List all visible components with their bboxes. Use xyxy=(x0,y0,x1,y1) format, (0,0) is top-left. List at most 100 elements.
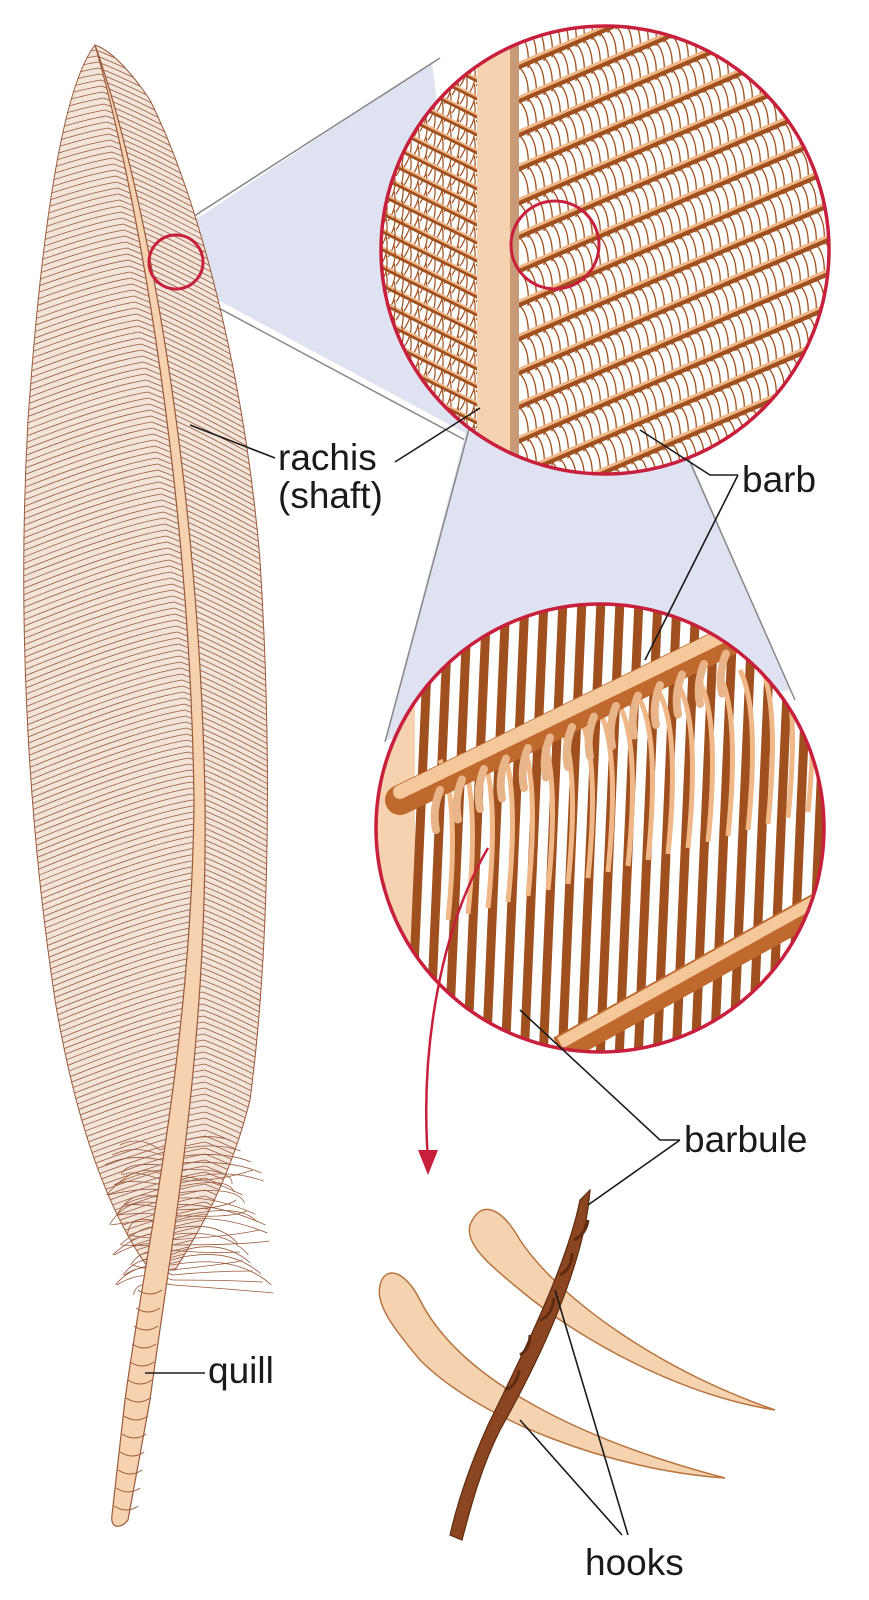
quill-ring xyxy=(123,1415,149,1421)
vane-barb xyxy=(23,271,131,343)
barb xyxy=(380,0,480,10)
barbule xyxy=(808,0,816,10)
vane-barb xyxy=(175,619,268,681)
barbule xyxy=(403,46,412,78)
vane-barb xyxy=(23,319,138,391)
vane-barb xyxy=(23,643,179,715)
barbule xyxy=(751,34,761,69)
barbule-dark-hooked xyxy=(449,1188,591,1541)
barbule xyxy=(419,244,428,276)
vane-barb xyxy=(23,283,133,355)
barbule xyxy=(395,397,404,429)
vane-barb xyxy=(23,475,160,547)
barbule-base xyxy=(672,670,686,719)
vane-barb xyxy=(23,439,155,511)
barbule xyxy=(832,204,840,238)
vane-barb xyxy=(23,775,191,847)
barbule xyxy=(743,26,753,39)
barbule xyxy=(451,172,460,204)
barbule xyxy=(388,533,395,563)
barbule xyxy=(395,289,404,321)
downy-barb xyxy=(171,1259,243,1271)
barbule xyxy=(459,37,468,69)
vane-barb xyxy=(170,571,268,633)
barbule xyxy=(395,26,404,51)
barbule xyxy=(552,0,560,20)
vane-barb xyxy=(23,769,191,841)
barbule xyxy=(760,541,768,575)
barb xyxy=(514,297,829,441)
barbule xyxy=(404,0,411,5)
vane-barb xyxy=(23,307,136,379)
barbule xyxy=(832,102,840,136)
barbule xyxy=(775,397,785,433)
barbule xyxy=(807,43,817,79)
barbule-base xyxy=(474,765,488,813)
barb-leader xyxy=(639,429,739,661)
vane-barb xyxy=(197,883,268,945)
barb xyxy=(513,26,829,71)
vane-barb xyxy=(23,373,146,445)
barbule xyxy=(419,208,428,240)
barbule xyxy=(703,463,713,474)
barbule xyxy=(435,442,444,474)
barbule-base xyxy=(694,660,708,708)
vane-barb xyxy=(172,589,268,651)
vane-barb xyxy=(4,1286,204,1356)
downy-barb xyxy=(172,1279,264,1283)
barbule xyxy=(395,199,404,231)
quill-ring xyxy=(113,1505,139,1511)
barbule xyxy=(419,172,428,204)
barb xyxy=(514,26,829,33)
barbule xyxy=(380,524,387,554)
barbule xyxy=(799,421,809,456)
barbule xyxy=(832,408,840,442)
barbule xyxy=(436,0,443,23)
barbule xyxy=(655,450,665,474)
vane-barb xyxy=(23,67,99,139)
barbule-detail xyxy=(378,1188,776,1541)
barbule xyxy=(388,515,395,545)
vane-barb xyxy=(23,751,189,823)
vane-barb xyxy=(203,1021,268,1083)
barbule xyxy=(451,316,460,348)
zoom-line xyxy=(159,57,441,239)
barbule xyxy=(419,280,428,312)
barbule xyxy=(435,424,444,456)
vane-barb xyxy=(198,895,268,957)
barbule xyxy=(823,376,829,412)
barbule xyxy=(623,464,633,474)
barbule xyxy=(816,551,824,585)
vane-barb xyxy=(176,625,268,687)
barbule xyxy=(419,298,428,330)
barbule xyxy=(832,0,840,34)
vane-barb xyxy=(23,511,164,583)
vane-barb xyxy=(203,1231,268,1270)
barb xyxy=(381,263,481,315)
vane-barb xyxy=(201,961,268,1023)
barb xyxy=(381,26,481,66)
barbule xyxy=(815,448,825,474)
vane-barb xyxy=(23,547,168,619)
downy-barb xyxy=(171,1261,272,1286)
vane-barb xyxy=(203,1267,268,1270)
barbule xyxy=(808,554,816,588)
vane-barb xyxy=(23,349,142,421)
vane-barb xyxy=(196,859,268,921)
barbule xyxy=(784,565,792,599)
vane-barb xyxy=(23,277,132,349)
barbule xyxy=(412,506,419,536)
vane-barb xyxy=(200,943,268,1005)
barbule xyxy=(775,57,785,93)
vane-barb xyxy=(23,607,175,679)
barbule xyxy=(832,34,840,68)
vane-barb xyxy=(200,931,268,993)
vane-barb xyxy=(23,253,128,325)
vane-barb xyxy=(23,379,147,451)
barbule xyxy=(807,77,817,113)
barbule xyxy=(451,298,460,330)
barb xyxy=(513,231,829,377)
barbule xyxy=(404,479,411,509)
vane-barb xyxy=(203,1249,268,1270)
